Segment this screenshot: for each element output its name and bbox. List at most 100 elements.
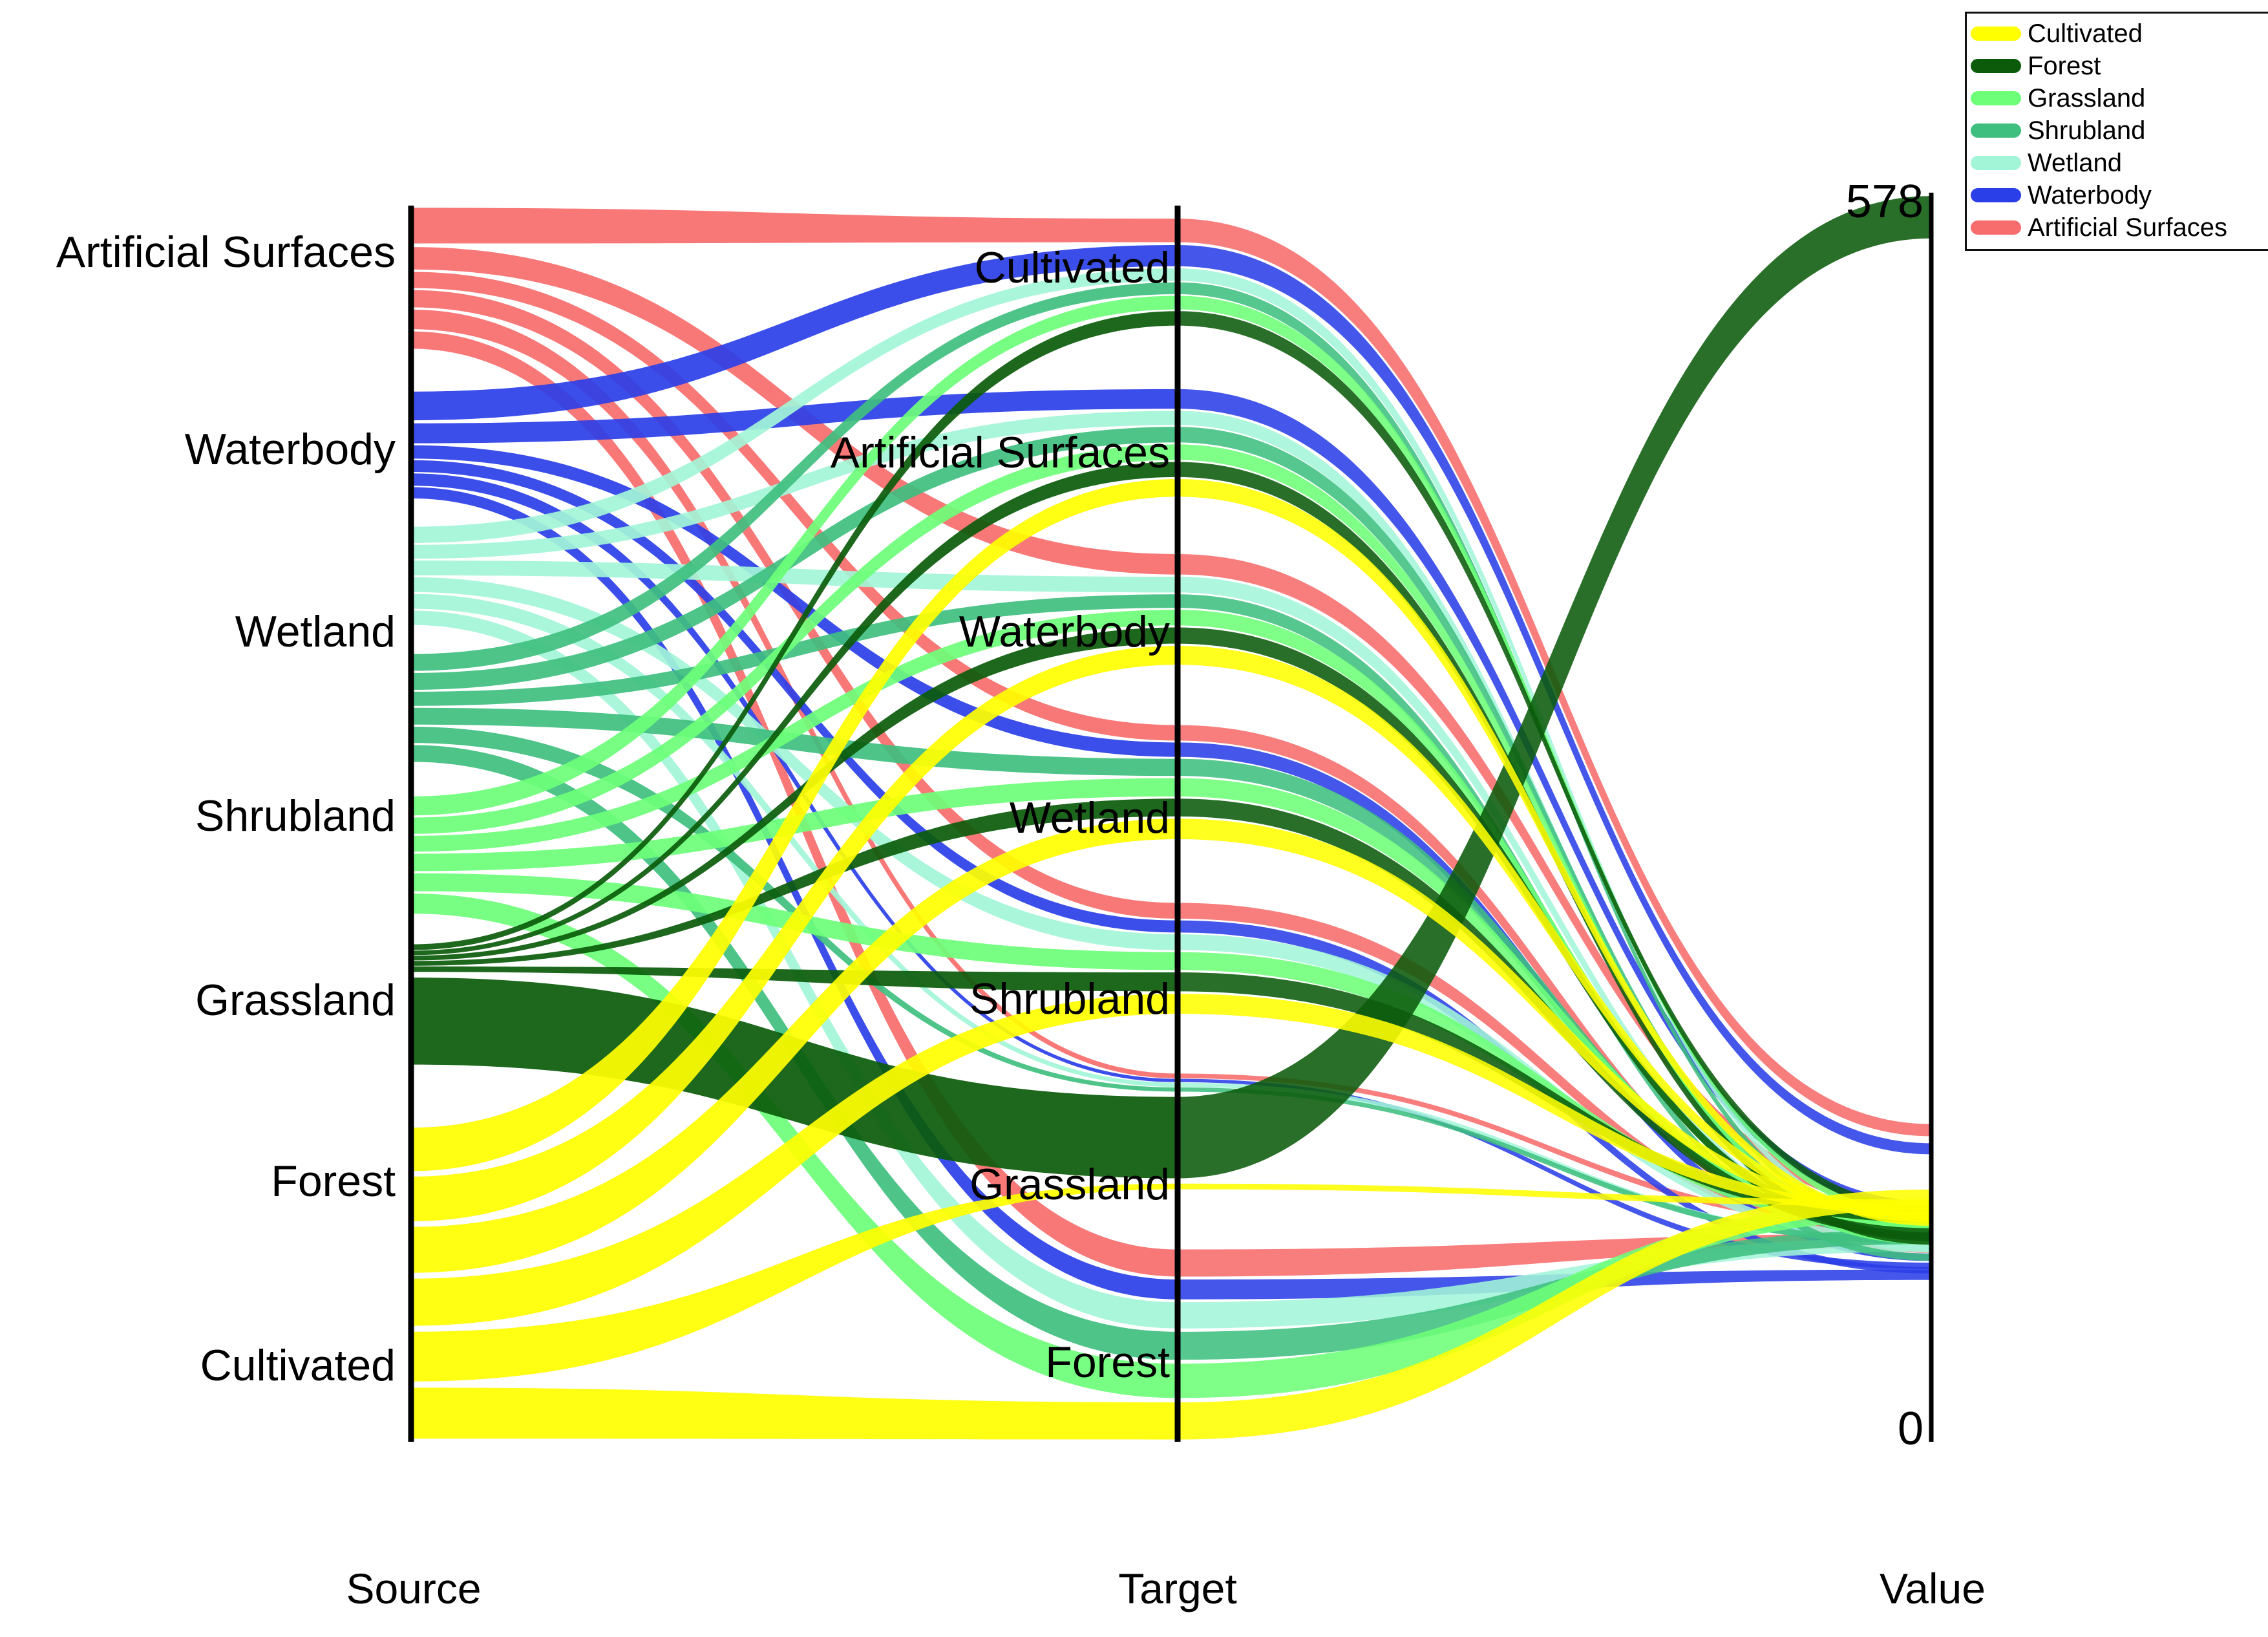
legend-label-forest: Forest xyxy=(2028,52,2101,80)
flow-ribbon xyxy=(411,460,1178,933)
value-ribbon xyxy=(1178,268,1931,1232)
legend-label-shrubland: Shrubland xyxy=(2028,116,2146,145)
value-ribbon xyxy=(1178,295,1931,1221)
source-node-label: Cultivated xyxy=(200,1341,396,1390)
target-node-label: Grassland xyxy=(970,1160,1170,1209)
flow-ribbon xyxy=(411,627,1178,961)
flow-ribbon xyxy=(411,726,1178,1092)
flow-ribbon xyxy=(411,645,1178,1221)
value-ribbon xyxy=(1178,577,1931,1245)
value-ribbon xyxy=(1178,311,1931,1214)
legend-item[interactable]: Shrubland xyxy=(1971,114,2268,147)
source-node-label: Shrubland xyxy=(195,791,396,840)
value-ribbon xyxy=(1178,553,1931,1212)
flow-ribbon xyxy=(411,389,1178,444)
value-ribbons xyxy=(1178,196,1931,1440)
flow-ribbon xyxy=(411,208,1178,244)
value-ribbon xyxy=(1178,818,1931,1219)
legend-swatch-forest xyxy=(1971,59,2021,73)
legend-label-grassland: Grassland xyxy=(2028,84,2146,112)
value-ribbon xyxy=(1178,1087,1931,1245)
flow-ribbon xyxy=(411,560,1178,593)
value-ribbon xyxy=(1178,952,1931,1230)
legend-item[interactable]: Forest xyxy=(1971,50,2268,82)
axis-title: Value xyxy=(1880,1565,1986,1612)
value-ribbon xyxy=(1178,610,1931,1245)
value-ribbon xyxy=(1178,389,1931,1212)
source-node-label: Waterbody xyxy=(185,425,396,474)
flow-ribbon xyxy=(411,978,1178,1179)
legend-item[interactable]: Artificial Surfaces xyxy=(1971,211,2268,244)
source-node-label: Grassland xyxy=(195,976,396,1025)
flow-ribbon xyxy=(411,268,1178,543)
flow-ribbon xyxy=(411,444,1178,834)
target-node-label: Cultivated xyxy=(975,243,1170,292)
value-ribbon xyxy=(1178,1078,1931,1269)
legend-label-waterbody: Waterbody xyxy=(2028,181,2152,209)
flow-ribbon xyxy=(411,1387,1178,1440)
flow-ribbon xyxy=(411,994,1178,1326)
value-ribbon xyxy=(1178,725,1931,1253)
flow-ribbon xyxy=(411,610,1178,852)
axis-title: Target xyxy=(1118,1565,1236,1612)
legend-box: Cultivated Forest Grassland Shrubland We… xyxy=(1965,12,2268,251)
value-max-label: 578 xyxy=(1846,176,1924,228)
flow-ribbon xyxy=(411,272,1178,741)
value-min-label: 0 xyxy=(1898,1403,1924,1455)
target-node-label: Wetland xyxy=(1010,793,1170,842)
value-ribbon xyxy=(1178,1073,1931,1228)
legend-swatch-artificial-surfaces xyxy=(1971,220,2021,235)
target-node-label: Artificial Surfaces xyxy=(831,428,1170,477)
flow-ribbon xyxy=(411,244,1178,421)
flow-ribbon xyxy=(411,473,1178,1082)
legend-item[interactable]: Wetland xyxy=(1971,147,2268,179)
value-ribbon xyxy=(1178,479,1931,1226)
flow-ribbon xyxy=(411,311,1178,950)
axis-titles: Source Target Value xyxy=(346,1565,1986,1612)
legend-item[interactable]: Cultivated xyxy=(1971,17,2268,50)
flow-ribbons xyxy=(411,208,1178,1440)
legend-swatch-cultivated xyxy=(1971,27,2021,41)
flow-ribbon xyxy=(411,295,1178,816)
value-ribbon xyxy=(1178,1189,1931,1440)
target-node-label: Waterbody xyxy=(959,607,1170,656)
legend-label-cultivated: Cultivated xyxy=(2028,19,2143,48)
value-ribbon xyxy=(1178,645,1931,1223)
flow-ribbon xyxy=(411,818,1178,1273)
value-ribbon xyxy=(1178,903,1931,1245)
legend-label-artificial-surfaces: Artificial Surfaces xyxy=(2028,213,2227,242)
legend-item[interactable]: Waterbody xyxy=(1971,179,2268,211)
flow-ribbon xyxy=(411,462,1178,956)
source-node-label: Artificial Surfaces xyxy=(56,228,396,277)
flow-ribbon xyxy=(411,707,1178,776)
legend-swatch-grassland xyxy=(1971,91,2021,105)
flow-ribbon xyxy=(411,282,1178,671)
flow-ribbon xyxy=(411,966,1178,992)
flow-ribbon xyxy=(411,411,1178,559)
flow-ribbon xyxy=(411,594,1178,1087)
source-node-label: Forest xyxy=(271,1157,396,1206)
value-ribbon xyxy=(1178,427,1931,1241)
target-node-label: Forest xyxy=(1045,1338,1170,1387)
value-ribbon xyxy=(1178,196,1931,1179)
source-node-label: Wetland xyxy=(235,607,396,656)
axis-spines xyxy=(408,193,1934,1442)
value-ribbon xyxy=(1178,972,1931,1223)
node-labels: Artificial SurfacesWaterbodyWetlandShrub… xyxy=(56,228,1170,1390)
legend-item[interactable]: Grassland xyxy=(1971,82,2268,114)
flow-ribbon xyxy=(411,798,1178,966)
axis-title: Source xyxy=(346,1565,481,1612)
flow-ribbon xyxy=(411,445,1178,757)
legend-label-wetland: Wetland xyxy=(2028,149,2123,177)
legend-swatch-wetland xyxy=(1971,156,2021,170)
flow-ribbon xyxy=(411,577,1178,950)
legend-swatch-shrubland xyxy=(1971,123,2021,138)
value-ribbon xyxy=(1178,778,1931,1234)
flow-ribbon xyxy=(411,1183,1178,1382)
flow-ribbon xyxy=(411,594,1178,706)
value-ribbon xyxy=(1178,758,1931,1241)
value-tick-labels: 578 0 xyxy=(1846,176,1924,1455)
value-ribbon xyxy=(1178,994,1931,1215)
